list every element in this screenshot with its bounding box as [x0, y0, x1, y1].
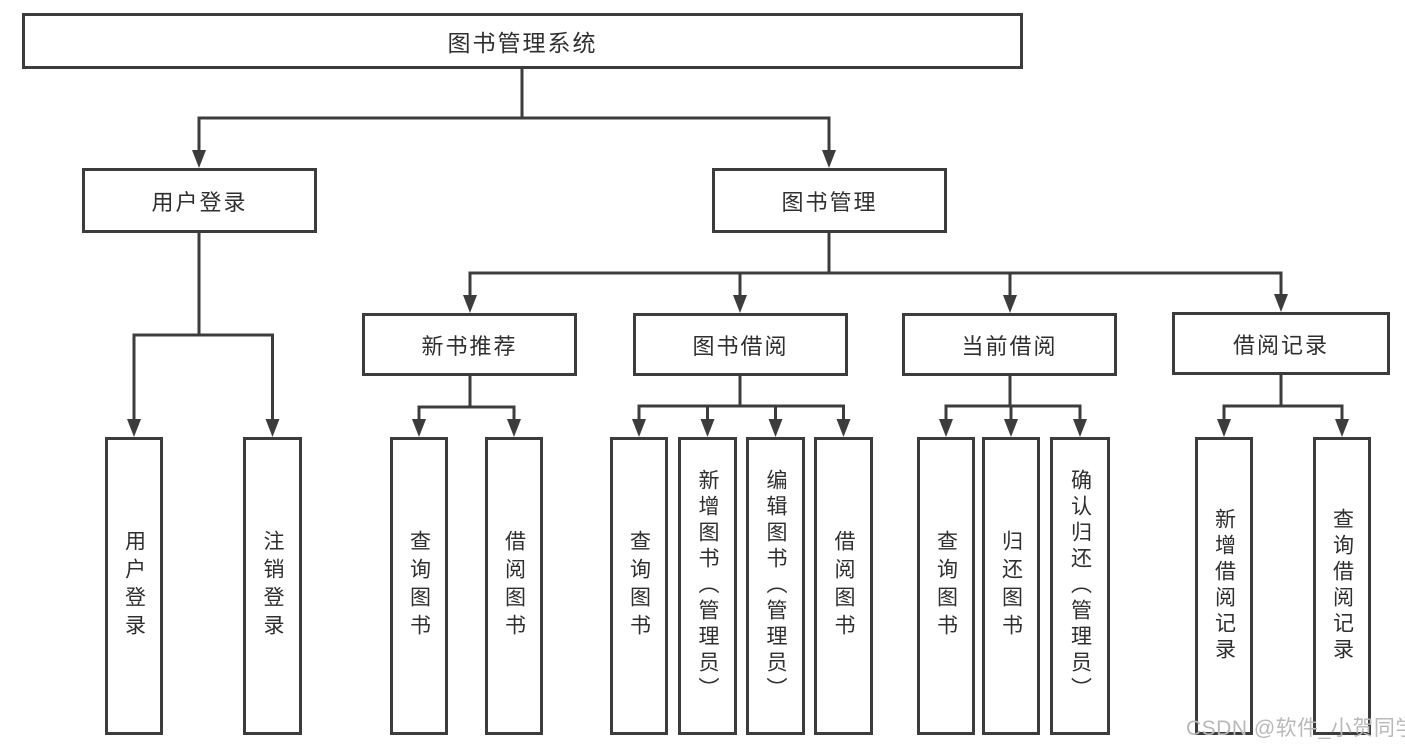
leaf-borrow-books-recommend: 借阅图书 — [485, 437, 543, 735]
leaf-borrow-books: 借阅图书 — [814, 437, 873, 735]
leaf-query-books-borrow: 查询图书 — [610, 437, 668, 735]
node-current-borrow: 当前借阅 — [902, 313, 1117, 376]
node-user-login: 用户登录 — [82, 168, 317, 233]
leaf-add-books-admin: 新增图书（管理员） — [678, 437, 737, 735]
leaf-query-books-recommend: 查询图书 — [390, 437, 448, 735]
leaf-logout: 注销登录 — [243, 437, 302, 735]
node-new-book-recommend: 新书推荐 — [362, 313, 577, 376]
leaf-query-books-current: 查询图书 — [917, 437, 975, 735]
leaf-edit-books-admin: 编辑图书（管理员） — [746, 437, 805, 735]
leaf-add-borrow-record: 新增借阅记录 — [1195, 437, 1253, 735]
node-book-borrow: 图书借阅 — [633, 313, 848, 376]
leaf-user-login: 用户登录 — [105, 437, 163, 735]
leaf-return-books: 归还图书 — [982, 437, 1040, 735]
node-borrow-records: 借阅记录 — [1172, 312, 1390, 375]
leaf-confirm-return-admin: 确认归还（管理员） — [1050, 437, 1110, 735]
watermark: CSDN @软件_小贺同学 — [1186, 717, 1405, 740]
node-library-system: 图书管理系统 — [22, 13, 1023, 69]
leaf-query-borrow-record: 查询借阅记录 — [1313, 437, 1371, 735]
node-book-management: 图书管理 — [712, 168, 947, 233]
